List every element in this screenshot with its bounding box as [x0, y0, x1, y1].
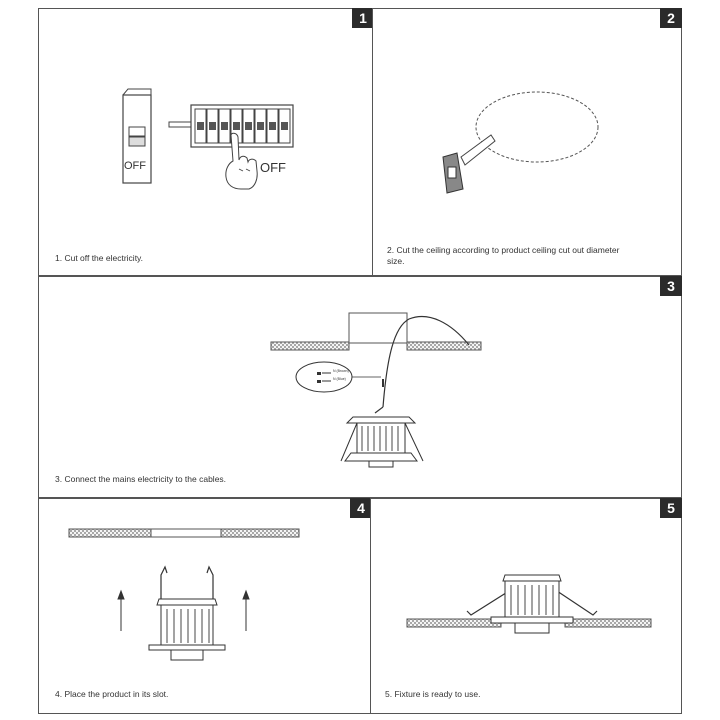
step-3-panel: 3 N (Brown)	[38, 276, 682, 498]
spring-clip	[556, 590, 598, 616]
step-number-badge: 4	[350, 498, 372, 518]
step-2-illustration	[442, 91, 599, 194]
step-2-panel: 2 2. Cut the ceiling according to produc…	[372, 8, 682, 276]
downlight-fixture	[160, 604, 214, 646]
step-4-caption: 4. Place the product in its slot.	[55, 689, 169, 699]
step-number-badge: 5	[660, 498, 682, 518]
step-4-panel: 4 4. Place the product in it	[38, 498, 372, 714]
step-2-caption: 2. Cut the ceiling according to product …	[387, 245, 620, 266]
wire-label-brown: N (Brown)	[333, 369, 349, 373]
step-5-caption: 5. Fixture is ready to use.	[385, 689, 481, 699]
step-4-illustration	[68, 528, 300, 661]
ceiling-section	[564, 618, 652, 628]
switch-off-label: OFF	[124, 160, 146, 172]
step-number-badge: 3	[660, 276, 682, 296]
ceiling-section	[68, 528, 152, 538]
wire-callout	[295, 361, 353, 393]
ceiling-section	[406, 341, 482, 351]
wire-label-blue: N (Blue)	[333, 377, 346, 381]
step-1-panel: 1 OFF OFF 1. Cut off the electricity.	[38, 8, 374, 276]
ceiling-section	[270, 341, 350, 351]
junction-box	[348, 312, 408, 344]
up-arrow-icon	[242, 589, 250, 600]
mains-cable	[382, 315, 470, 408]
step-3-caption: 3. Connect the mains electricity to the …	[55, 474, 227, 484]
cutout-outline	[475, 91, 599, 163]
step-1-illustration	[122, 88, 294, 190]
step-number-badge: 1	[352, 8, 374, 28]
step-number-badge: 2	[660, 8, 682, 28]
up-arrow-icon	[117, 589, 125, 600]
step-1-caption: 1. Cut off the electricity.	[55, 253, 144, 263]
step-5-illustration	[406, 574, 652, 634]
ceiling-section	[406, 618, 502, 628]
step-3-illustration	[270, 312, 482, 468]
step-5-panel: 5 5. Fixture is ready to use.	[370, 498, 682, 714]
ceiling-section	[220, 528, 300, 538]
ceiling-cutout	[150, 528, 222, 538]
spring-clip	[206, 565, 214, 599]
spring-clip	[466, 590, 510, 616]
spring-clip	[160, 565, 168, 599]
breaker-off-label: OFF	[260, 160, 286, 175]
hand-icon	[225, 132, 258, 190]
saw-blade	[460, 134, 496, 166]
